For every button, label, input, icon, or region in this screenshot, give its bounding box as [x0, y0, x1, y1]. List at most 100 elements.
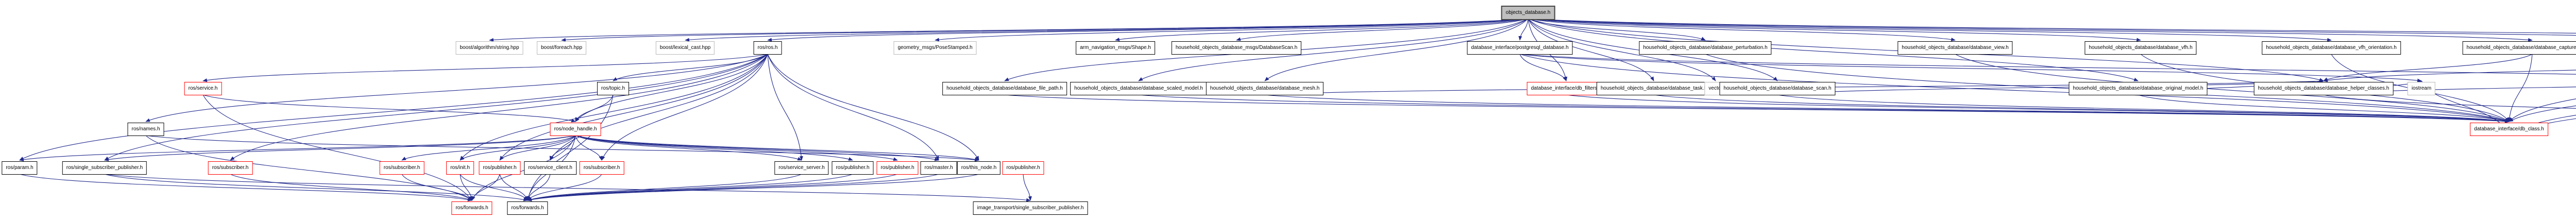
graph-edge-ros_service-ros_nh — [202, 94, 576, 123]
graph-node-ros_service[interactable]: ros/service.h — [184, 82, 222, 95]
graph-edge-ros_pub1-fwd_blk — [499, 174, 529, 201]
graph-edge-root-b_lexical — [685, 18, 1529, 42]
graph-node-ros_master[interactable]: ros/master.h — [920, 161, 957, 175]
graph-node-fwd_red[interactable]: ros/forwards.h — [451, 201, 493, 215]
graph-node-ros_topic[interactable]: ros/topic.h — [597, 82, 630, 95]
graph-edge-root-b_string — [489, 18, 1529, 42]
graph-edge-ros_pub2-fwd_blk — [527, 174, 853, 201]
graph-node-d_task[interactable]: household_objects_database/database_task… — [1596, 82, 1711, 95]
graph-edge-ros_nh-ros_pub3 — [575, 135, 898, 161]
graph-node-d_scan_tbl[interactable]: household_objects_database/database_scan… — [1719, 82, 1836, 95]
graph-node-d_file_path[interactable]: household_objects_database/database_file… — [942, 82, 1067, 95]
graph-edge-ros_pub3-fwd_blk — [527, 174, 898, 201]
graph-edge-pg_db-db_class — [1519, 54, 2510, 123]
graph-node-ros_sub1[interactable]: ros/subscriber.h — [208, 161, 253, 175]
graph-edge-ros_ssp-fwd_blk — [104, 174, 528, 201]
graph-node-d_view[interactable]: household_objects_database/database_view… — [1897, 41, 2013, 55]
graph-edge-ros_ros-ros_names — [145, 54, 768, 122]
graph-edge-ros_topic-ros_nh — [575, 94, 614, 122]
graph-edge-ros_ros-ros_topic — [613, 54, 768, 81]
graph-node-ros_names[interactable]: ros/names.h — [127, 123, 164, 136]
graph-node-ros_pub1[interactable]: ros/publisher.h — [479, 161, 521, 175]
graph-edge-ros_nh-ros_pub1 — [499, 135, 576, 161]
graph-edge-ros_init-fwd_blk — [460, 174, 528, 201]
graph-edge-d_scaled-db_class — [1138, 94, 2510, 123]
graph-node-pg_db[interactable]: database_interface/postgresql_database.h — [1467, 41, 1573, 55]
graph-edge-d_mesh-db_class — [1264, 94, 2510, 123]
graph-edge-db_filters-db_class — [1566, 94, 2510, 123]
graph-edge-d_helper-pose_msg — [2323, 94, 2576, 109]
graph-node-ros_ros[interactable]: ros/ros.h — [753, 41, 782, 55]
graph-edge-ros_this-fwd_blk — [527, 174, 979, 201]
graph-edge-root-b_foreach — [561, 18, 1529, 42]
graph-edge-ros_sub2-fwd_red — [401, 174, 472, 201]
graph-node-dbscan_msg[interactable]: household_objects_database_msgs/Database… — [1171, 41, 1302, 55]
graph-edge-ros_service-fwd_red — [202, 94, 472, 201]
graph-edge-ros_nh-ros_ss — [575, 135, 802, 161]
graph-edge-ros_sub1-fwd_red — [230, 174, 472, 201]
graph-edge-ros_ros-ros_param — [19, 54, 768, 161]
graph-edge-d_capture-db_class — [2507, 54, 2533, 122]
graph-node-shape[interactable]: arm_navigation_msgs/Shape.h — [1076, 41, 1155, 55]
graph-node-ros_ssp[interactable]: ros/single_subscriber_publisher.h — [62, 161, 147, 175]
graph-edge-ros_init-fwd_red — [460, 174, 473, 201]
graph-edge-ros_pub4-img_ssp — [1023, 174, 1032, 201]
graph-edge-root-d_view — [1528, 18, 1956, 41]
graph-edge-root-dbscan_msg — [1236, 18, 1529, 41]
graph-node-d_vfh_or[interactable]: household_objects_database/database_vfh_… — [2262, 41, 2401, 55]
graph-node-b_string: boost/algorithm/string.hpp — [455, 41, 523, 55]
graph-node-ros_pub4[interactable]: ros/publisher.h — [1002, 161, 1044, 175]
graph-node-ros_ss[interactable]: ros/service_server.h — [774, 161, 829, 175]
graph-node-ros_nh[interactable]: ros/node_handle.h — [550, 123, 601, 136]
graph-edge-ros_ros-ros_master — [767, 54, 939, 161]
graph-node-ros_this[interactable]: ros/this_node.h — [957, 161, 1001, 175]
graph-node-d_pert[interactable]: household_objects_database/database_pert… — [1639, 41, 1772, 55]
graph-node-d_helper[interactable]: household_objects_database/database_help… — [2253, 82, 2394, 95]
graph-node-ros_pub2[interactable]: ros/publisher.h — [832, 161, 874, 175]
graph-node-ros_sub3[interactable]: ros/subscriber.h — [579, 161, 624, 175]
graph-edge-ros_ssp-img_ssp — [104, 174, 1031, 202]
graph-node-ros_param[interactable]: ros/param.h — [2, 161, 38, 175]
graph-node-d_vfh[interactable]: household_objects_database/database_vfh.… — [2084, 41, 2197, 55]
graph-edge-ros_topic-fwd_blk — [527, 94, 614, 201]
graph-node-d_orig[interactable]: household_objects_database/database_orig… — [2069, 82, 2208, 95]
graph-edge-root-pose_stamped — [935, 18, 1529, 42]
graph-edge-ros_pub1-fwd_red — [471, 174, 500, 201]
graph-node-ros_sub2[interactable]: ros/subscriber.h — [379, 161, 425, 175]
graph-edge-d_view-db_class — [1955, 54, 2510, 122]
graph-node-ros_pub3[interactable]: ros/publisher.h — [876, 161, 919, 175]
graph-edge-root-d_capture — [1528, 18, 2533, 42]
graph-edge-ros_nh-ros_pub2 — [575, 135, 853, 161]
graph-node-fwd_blk[interactable]: ros/forwards.h — [507, 201, 548, 215]
graph-edge-pg_db-iostream — [1519, 54, 2422, 82]
graph-edge-root-d_scaled — [1138, 18, 1529, 81]
graph-node-db_filters[interactable]: database_interface/db_filters.h — [1527, 82, 1606, 95]
graph-node-ros_sc[interactable]: ros/service_client.h — [524, 161, 577, 175]
graph-edge-root-shape — [1115, 18, 1529, 41]
graph-edge-d_grasp-d_helper — [2323, 70, 2576, 82]
graph-edge-ros_nh-ros_init — [460, 135, 576, 161]
graph-edge-ros_ros-ros_ss — [767, 54, 803, 161]
graph-edge-root-d_grasp — [1528, 18, 2576, 33]
graph-edge-ros_nh-ros_sub3 — [575, 135, 603, 161]
graph-node-d_capture[interactable]: household_objects_database/database_capt… — [2462, 41, 2576, 55]
graph-node-d_mesh[interactable]: household_objects_database/database_mesh… — [1206, 82, 1324, 95]
graph-node-d_scaled[interactable]: household_objects_database/database_scal… — [1070, 82, 1207, 95]
graph-edge-ros_ros-ros_this — [767, 54, 979, 161]
graph-node-ros_init[interactable]: ros/init.h — [446, 161, 474, 175]
graph-edge-ros_names-ros_this — [145, 135, 979, 162]
graph-edge-ros_ss-fwd_blk — [527, 174, 802, 201]
graph-edge-ros_ros-ros_service — [202, 54, 768, 82]
graph-node-img_ssp[interactable]: image_transport/single_subscriber_publis… — [973, 201, 1088, 215]
graph-edge-ros_nh-ros_ssp — [104, 135, 576, 161]
graph-edge-root-d_mesh — [1264, 18, 1529, 81]
graph-edge-pg_db-db_filters — [1519, 54, 1567, 81]
graph-edge-root-d_vfh_or — [1528, 18, 2332, 42]
graph-node-db_class[interactable]: database_interface/db_class.h — [2470, 123, 2548, 136]
graph-edge-d_obj_paths-db_class — [2509, 98, 2576, 122]
graph-edge-ros_nh-ros_sub2 — [401, 135, 576, 161]
graph-edge-ros_ros-ros_sub1 — [230, 54, 768, 161]
graph-node-iostream: iostream — [2407, 82, 2436, 95]
